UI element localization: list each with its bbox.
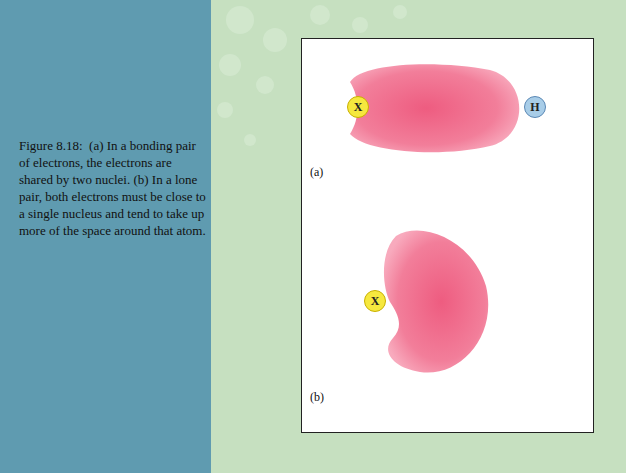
bonding-pair-cloud [350,64,519,152]
atom-symbol: X [371,295,380,307]
atom-symbol: H [530,101,539,113]
figure-caption: Figure 8.18: (a) In a bonding pair of el… [19,137,207,239]
panel-label: (a) [310,165,323,180]
atom-circle: X [347,96,369,118]
atom-circle: H [524,96,546,118]
lone-pair-cloud [384,231,488,373]
panel-label: (b) [310,390,324,405]
atom-symbol: X [354,101,363,113]
atom-circle: X [364,290,386,312]
